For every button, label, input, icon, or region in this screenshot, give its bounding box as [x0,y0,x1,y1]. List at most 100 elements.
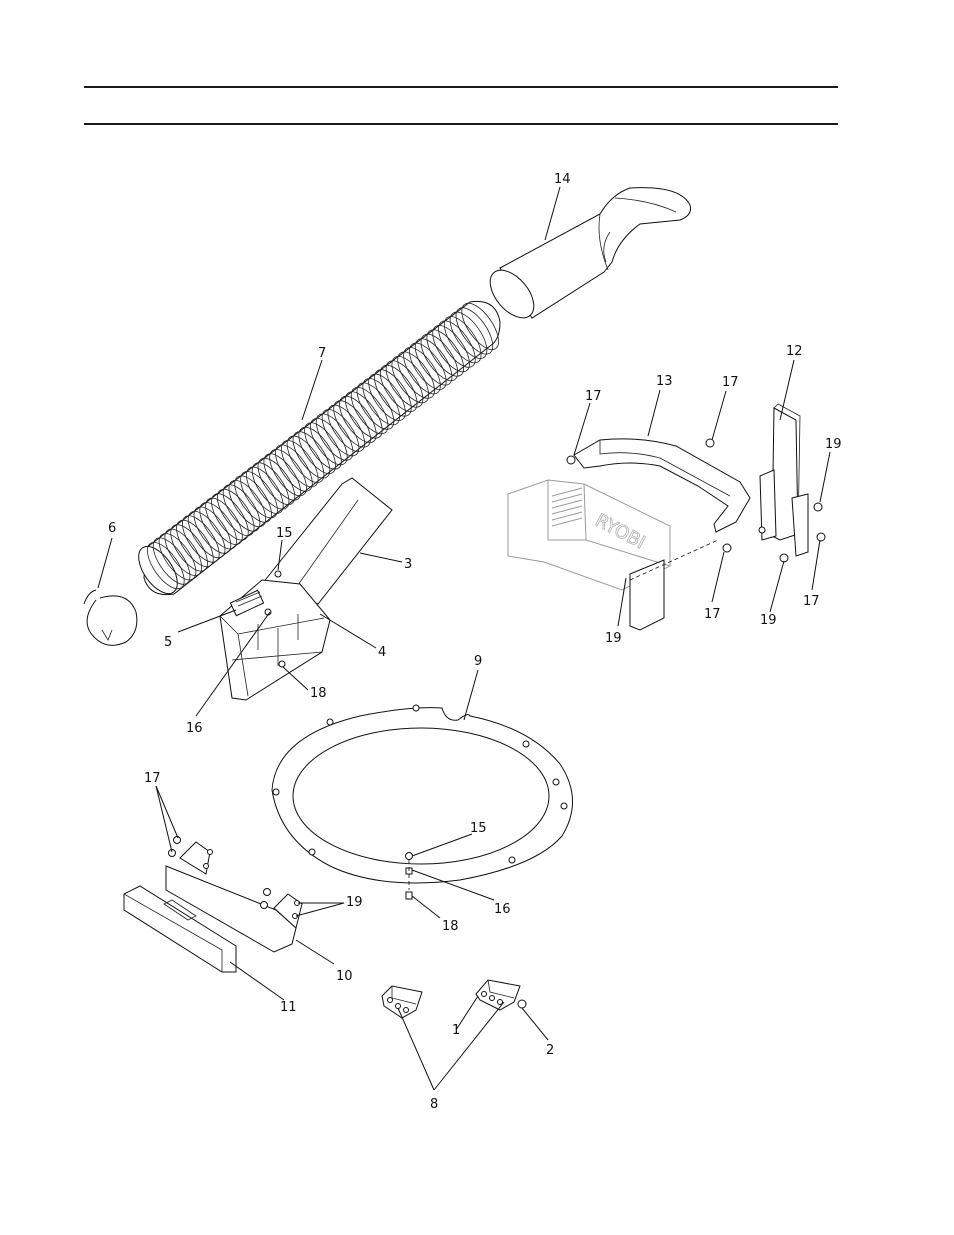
svg-text:RYOBI: RYOBI [592,510,649,554]
hose-rib [409,342,447,390]
hose-rib [275,444,313,492]
hose-rib [280,440,319,488]
hose-rib [158,533,197,581]
ring-bolt [272,788,280,796]
hose-rib [205,497,243,545]
lower-bracket-part [165,836,303,953]
ring-bolt [552,778,560,786]
discharge-nozzle-part [489,187,691,319]
hose-rib [199,502,237,550]
hose-rib [304,422,342,470]
flexible-hose-part [138,300,501,596]
hose-rib [321,409,360,457]
hose-rib [176,519,214,567]
hose-rib [315,413,354,461]
callout-19: 19 [825,437,842,452]
foot-bracket-part [381,979,527,1019]
hose-rib [449,311,488,359]
hose-rib [426,329,465,377]
hose-rib [356,382,395,430]
intake-adapter-part [219,570,331,701]
hose-rib [420,333,459,381]
hose-rib [164,528,203,576]
callout-15: 15 [276,526,293,541]
hose-rib [152,537,191,585]
ring-bolt [326,718,334,726]
callout-17: 17 [585,389,602,404]
hose-rib [269,449,307,497]
hose-rib [257,457,296,505]
hose-rib [292,431,331,479]
hose-rib [397,351,435,399]
callout-7: 7 [318,346,326,361]
callout-4: 4 [378,645,386,660]
callout-19: 19 [346,895,363,910]
hose-rib [240,471,278,519]
callout-1: 1 [452,1023,460,1038]
mounting-ring-part [271,704,573,884]
side-bracket-part [758,403,826,563]
hose-rib [403,347,441,395]
callout-3: 3 [404,557,412,572]
hose-rib [414,338,453,386]
hose-rib [339,395,377,443]
hose-rib [333,400,371,448]
hose-rib [263,453,302,501]
hose-rib [193,506,232,554]
ring-bolt [522,740,530,748]
ring-bolt [560,802,568,810]
callout-19: 19 [760,613,777,628]
hose-rib [216,488,255,536]
ring-bolts [272,704,568,864]
callout-11: 11 [280,1000,297,1015]
upper-bracket-part [566,438,751,553]
ring-bolt [308,848,316,856]
callout-17: 17 [144,771,161,786]
hose-rib [228,480,267,528]
mounting-plate-part: RYOBI [507,479,719,631]
callout-12: 12 [786,344,803,359]
hose-rib [147,542,185,590]
hose-rib [374,369,412,417]
hose-rib [327,404,366,452]
callout-16: 16 [494,902,511,917]
hose-rib [222,484,261,532]
callout-9: 9 [474,654,482,669]
header-rule [84,123,838,125]
ring-bolt [412,704,420,712]
hose-rib [362,378,400,426]
hose-rib [246,466,284,514]
callout-17: 17 [803,594,820,609]
callout-19: 19 [605,631,622,646]
callout-18: 18 [442,919,459,934]
callout-6: 6 [108,521,116,536]
callout-17: 17 [722,375,739,390]
callout-5: 5 [164,635,172,650]
callout-17: 17 [704,607,721,622]
ring-bolt [508,856,516,864]
hose-rib [234,475,272,523]
hose-rib [432,325,470,373]
hose-rib [310,418,348,466]
hose-rib [461,302,499,350]
callout-18: 18 [310,686,327,701]
hose-rib [368,373,406,421]
hose-rib [345,391,383,439]
callout-10: 10 [336,969,353,984]
hose-rib [298,426,336,474]
hose-rib [286,435,325,483]
callout-labels: 14 7 12 13 17 17 19 6 15 3 5 4 18 16 19 … [108,172,842,1112]
hose-rib [385,360,424,408]
callout-8: 8 [430,1097,438,1112]
hose-rib [391,356,430,404]
handle-block-part [123,885,237,973]
hose-rib [438,320,476,368]
top-rule [84,86,838,88]
hose-rib [350,387,389,435]
callout-15: 15 [470,821,487,836]
hose-rib [379,364,418,412]
hose-rib [187,511,226,559]
hose-rib [251,462,290,510]
hose-rib [455,307,494,355]
